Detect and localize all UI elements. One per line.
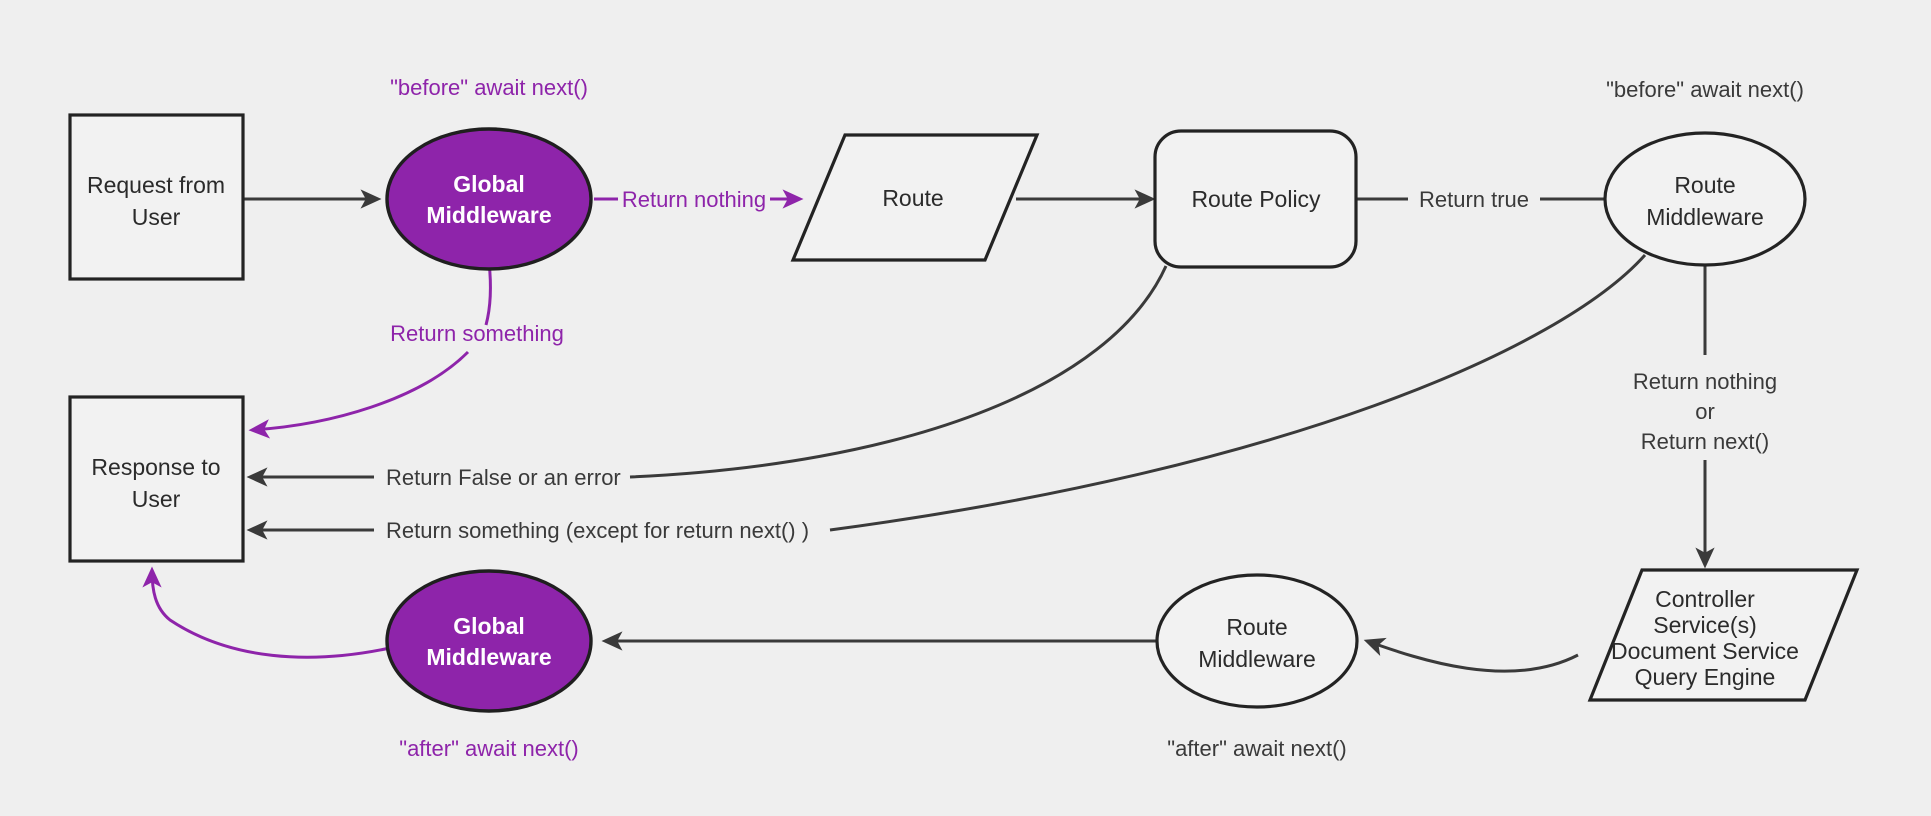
node-request-from-user-line2: User (132, 204, 181, 230)
edge-label-return-nothing-or-next-line3: Return next() (1641, 429, 1769, 454)
node-request-from-user[interactable] (68, 113, 245, 281)
node-global-middleware-bottom[interactable] (385, 569, 593, 713)
edge-global-middleware-top-to-response-stub (484, 261, 492, 326)
node-route-policy[interactable] (1153, 129, 1358, 269)
edge-label-return-nothing-or-next-line1: Return nothing (1633, 369, 1777, 394)
node-route[interactable] (790, 133, 1040, 262)
node-global-middleware-top-line1: Global (453, 171, 525, 197)
node-route-middleware-top-line1: Route (1674, 172, 1735, 198)
annotation-after-await-next-bottom-right: "after" await next() (1167, 736, 1346, 761)
node-global-middleware-top-line2: Middleware (426, 202, 551, 228)
annotation-before-await-next-top-left: "before" await next() (390, 75, 588, 100)
edge-label-return-false-or-error: Return False or an error (386, 465, 621, 490)
node-controller-stack[interactable] (1587, 568, 1860, 702)
edge-route-policy-to-response-curve (629, 265, 1168, 479)
edge-label-return-nothing: Return nothing (622, 187, 766, 212)
node-controller-stack-line2: Service(s) (1653, 612, 1757, 638)
node-response-to-user[interactable] (68, 395, 245, 563)
node-controller-stack-line3: Document Service (1611, 638, 1799, 664)
node-global-middleware-bottom-line2: Middleware (426, 644, 551, 670)
edge-label-return-something-except: Return something (except for return next… (386, 518, 809, 543)
node-route-middleware-top[interactable] (1603, 131, 1807, 267)
annotation-after-await-next-bottom-left: "after" await next() (399, 736, 578, 761)
node-response-to-user-line2: User (132, 486, 181, 512)
node-route-middleware-bottom[interactable] (1155, 573, 1359, 709)
edge-global-middleware-bottom-to-response (142, 566, 391, 659)
edge-label-return-true: Return true (1419, 187, 1529, 212)
node-global-middleware-bottom-line1: Global (453, 613, 525, 639)
node-global-middleware-top[interactable] (385, 127, 593, 271)
node-controller-stack-line4: Query Engine (1635, 664, 1776, 690)
node-route-middleware-top-line2: Middleware (1646, 204, 1764, 230)
node-response-to-user-line1: Response to (91, 454, 220, 480)
node-request-from-user-line1: Request from (87, 172, 225, 198)
edge-global-middleware-top-to-response (248, 350, 470, 439)
edge-label-return-nothing-or-next-line2: or (1695, 399, 1715, 424)
node-route-middleware-bottom-line1: Route (1226, 614, 1287, 640)
edge-controller-to-route-middleware-bottom (1363, 637, 1579, 673)
node-route-middleware-bottom-line2: Middleware (1198, 646, 1316, 672)
node-controller-stack-line1: Controller (1655, 586, 1755, 612)
node-route-label: Route (882, 185, 943, 211)
edge-label-return-something: Return something (390, 321, 564, 346)
node-route-policy-label: Route Policy (1191, 186, 1321, 212)
annotation-before-await-next-top-right: "before" await next() (1606, 77, 1804, 102)
edge-route-middleware-top-to-response-curve (829, 253, 1647, 532)
